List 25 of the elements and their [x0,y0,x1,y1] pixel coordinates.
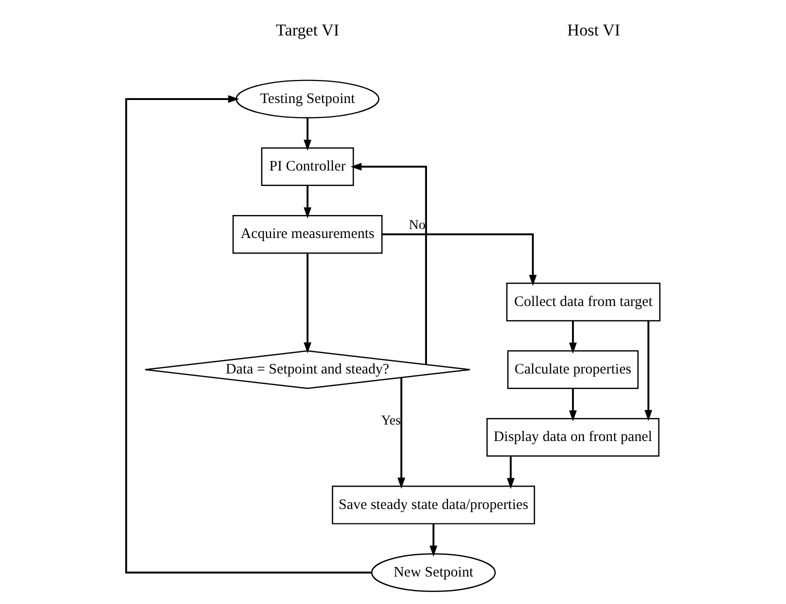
edge-label: Yes [381,412,401,428]
arrow [125,95,372,574]
arrow [569,320,577,354]
node-box: Acquire measurements [232,215,383,254]
edge-label: No [408,217,426,232]
arrow [397,378,406,489]
label: Target VI [276,20,340,40]
arrow [382,233,537,286]
node-ellipse: Testing Setpoint [236,80,380,118]
node-box: Calculate properties [507,350,639,389]
arrow [569,388,577,422]
arrow [304,186,312,218]
arrow [350,162,427,364]
label: Host VI [567,20,620,40]
arrow [304,253,312,354]
arrow [506,456,515,490]
node-box: Save steady state data/properties [332,486,536,524]
node-box: Collect data from target [506,282,660,322]
node-ellipse: New Setpoint [371,553,496,592]
arrow [304,118,312,151]
node-box: PI Controller [261,147,354,186]
arrow [430,524,438,557]
arrow [644,320,652,422]
node-diamond: Data = Setpoint and steady? [144,350,471,390]
node-box: Display data on front panel [486,418,660,457]
